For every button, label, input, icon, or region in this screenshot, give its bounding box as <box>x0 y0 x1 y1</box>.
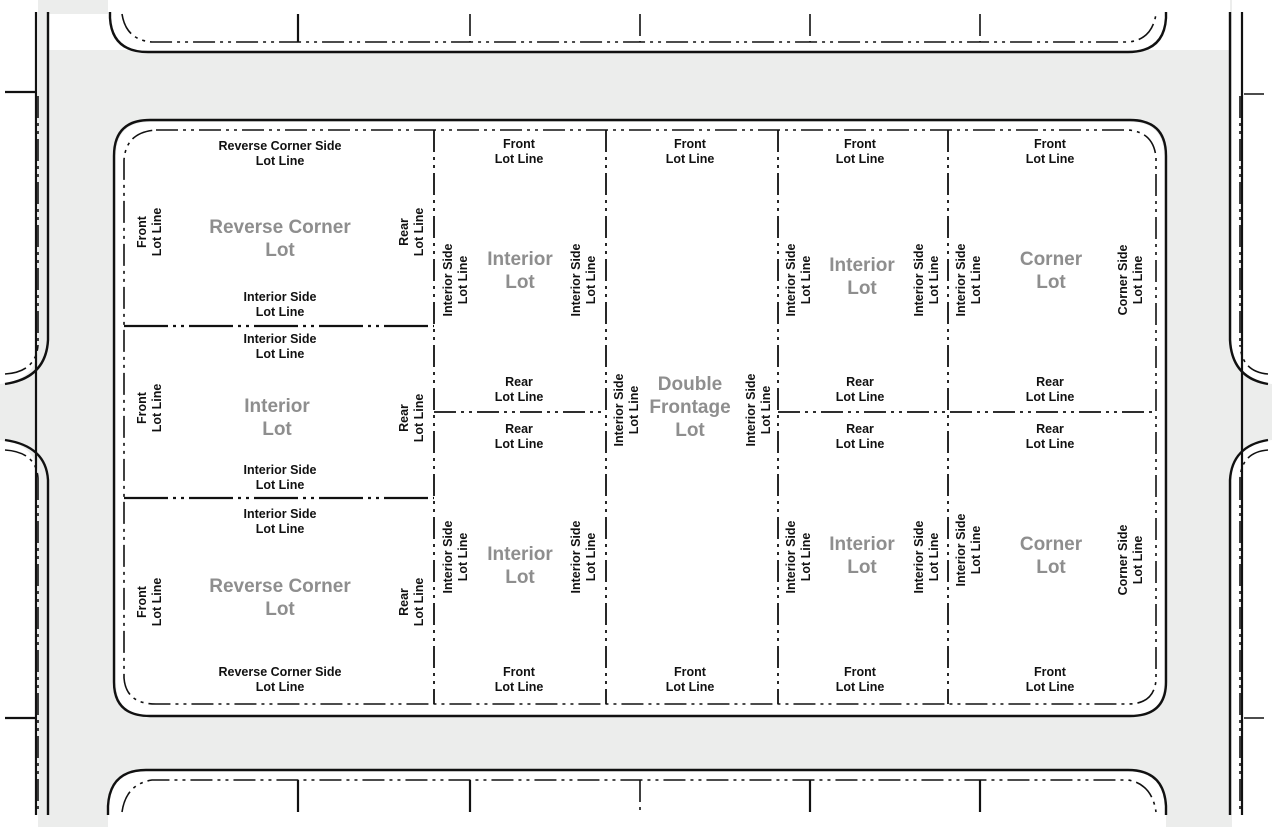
label-interior-side: Interior SideLot Line <box>954 243 983 316</box>
label-front: FrontLot Line <box>135 384 164 433</box>
east-block-south <box>1232 440 1272 827</box>
central-block-lot-lines <box>124 130 1156 704</box>
west-block-north <box>0 0 38 384</box>
south-block <box>108 770 1166 827</box>
label-interior-side: Interior SideLot Line <box>569 520 598 593</box>
label-rear: RearLot Line <box>397 394 426 443</box>
label-rear: RearLot Line <box>397 208 426 257</box>
curbs <box>4 12 1269 815</box>
east-block-north <box>1232 0 1272 384</box>
label-interior-side: Interior SideLot Line <box>441 243 470 316</box>
label-front: FrontLot Line <box>135 578 164 627</box>
label-rear: RearLot Line <box>397 578 426 627</box>
label-corner-side: Corner SideLot Line <box>1116 245 1145 316</box>
north-block-lot-lines <box>296 14 981 42</box>
label-interior-side: Interior SideLot Line <box>954 513 983 586</box>
south-block-lot-lines <box>296 780 982 812</box>
lot-line-labels-vertical: FrontLot Line FrontLot Line FrontLot Lin… <box>135 208 1145 627</box>
label-interior-side: Interior SideLot Line <box>912 520 941 593</box>
central-block <box>116 122 1164 716</box>
label-interior-side: Interior SideLot Line <box>612 373 641 446</box>
label-interior-side: Interior SideLot Line <box>912 243 941 316</box>
label-interior-side: Interior SideLot Line <box>569 243 598 316</box>
label-front: FrontLot Line <box>135 208 164 257</box>
label-interior-side: Interior SideLot Line <box>744 373 773 446</box>
west-block-south <box>0 440 38 827</box>
label-interior-side: Interior SideLot Line <box>784 243 813 316</box>
label-interior-side: Interior SideLot Line <box>441 520 470 593</box>
label-interior-side: Interior SideLot Line <box>784 520 813 593</box>
label-corner-side: Corner SideLot Line <box>1116 525 1145 596</box>
